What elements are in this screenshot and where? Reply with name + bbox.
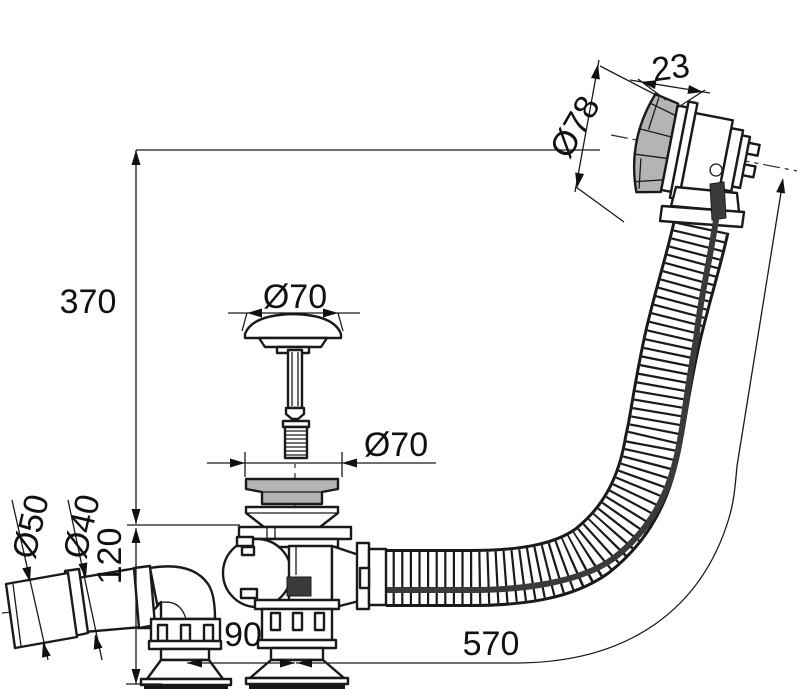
hose-ribs [386,221,727,604]
overflow-tab-lower [741,163,757,179]
elbow-nut-slot-3 [202,623,215,643]
cable-anchor-detail [709,163,723,177]
tail-base-plate [244,676,350,686]
dim-label-d78: Ø78 [543,90,608,165]
pipe-large [4,571,79,650]
dimension-23: 23 [629,47,711,109]
elbow-nut-slot-2 [179,623,192,643]
dim-label-23: 23 [649,47,692,90]
dim-label-90: 90 [224,616,262,654]
cable-end-block [709,181,727,221]
grate-seat [244,505,340,529]
overflow-cap [632,92,680,194]
dim-label-570: 570 [463,625,520,663]
elbow-body [148,565,217,621]
overflow-head [632,92,761,201]
elbow-nut-slot-1 [156,623,169,643]
outlet-cone [330,544,361,610]
tail-nut-slot-1 [269,611,282,632]
dim-label-120: 120 [91,528,129,585]
dim-label-370: 370 [60,283,117,321]
plug-stem-tip [284,406,306,421]
dimension-d70-flange: Ø70 [207,426,436,477]
overflow-tab-upper [745,141,761,157]
tail-neck [269,646,325,662]
plug-stem [286,348,304,410]
clip-upper-a [235,535,255,548]
hose-nut-body [367,547,388,607]
dim-label-d70-plug: Ø70 [263,278,327,316]
outlet-elbow-assembly [4,564,233,689]
overflow-cap-knurling [633,97,676,189]
cable-block [286,576,312,597]
waste-flange [237,525,353,541]
dimension-90: 90 [187,616,295,668]
dimension-370: 370 [60,149,600,526]
control-cable [298,217,719,593]
dimension-570: 570 [296,177,788,668]
tail-nut-slot-3 [313,611,326,632]
tail-nut-slot-2 [291,611,304,632]
dim-label-d70-flange: Ø70 [364,426,428,464]
hose-nut-notch [358,566,371,590]
tail-flange [253,598,341,611]
tail-base-strip [249,684,345,689]
elbow-neck [159,647,211,662]
waste-body [221,477,388,689]
thread-lines [285,430,307,456]
overflow-assembly [632,92,761,229]
flexible-hose [386,220,730,607]
dimension-d70-plug: Ø70 [228,278,360,332]
clip-lower [239,587,259,600]
plug-cap [243,312,343,340]
dimension-120: 120 [91,528,162,685]
clip-upper-b [240,545,256,557]
elbow-base-strip [144,685,228,689]
plug-cap-lip [257,336,329,349]
overflow-body-end [731,134,752,190]
plug-assembly [243,312,343,460]
